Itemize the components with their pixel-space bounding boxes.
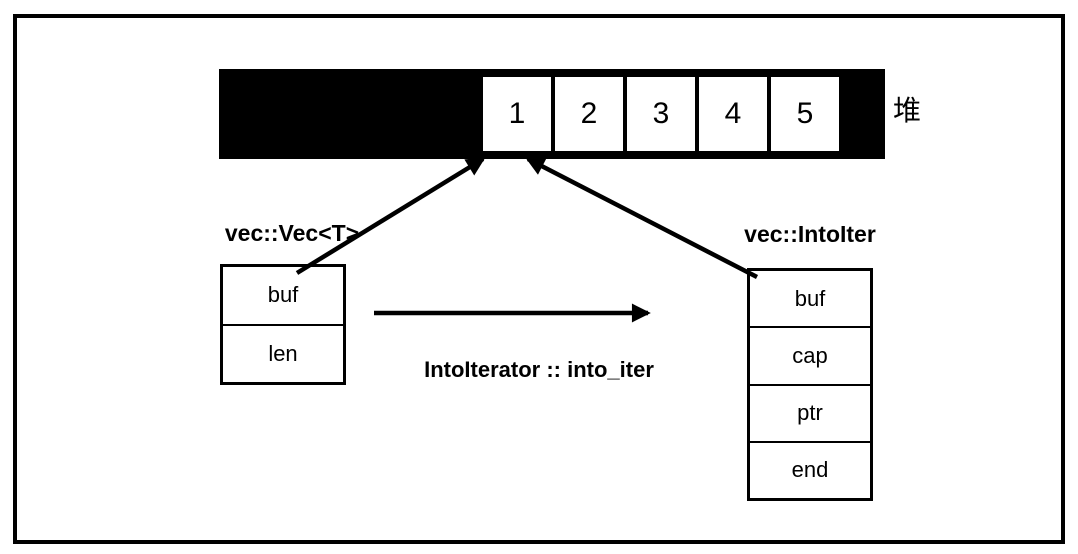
heap-cell-value: 4 bbox=[724, 97, 742, 130]
intoiter-struct-box: buf cap ptr end bbox=[747, 268, 873, 501]
into-iter-transition-label: IntoIterator :: into_iter bbox=[424, 357, 654, 382]
heap-cell-value: 2 bbox=[580, 97, 598, 130]
heap-cell-value: 5 bbox=[796, 97, 814, 130]
heap-cell-3: 3 bbox=[627, 77, 695, 151]
intoiter-field-end: end bbox=[750, 440, 870, 498]
heap-label: 堆 bbox=[893, 95, 922, 126]
vec-struct-title: vec::Vec<T> bbox=[224, 220, 360, 246]
vec-struct-box: buf len bbox=[220, 264, 346, 385]
heap-cell-4: 4 bbox=[699, 77, 767, 151]
intoiter-struct-title: vec::IntoIter bbox=[744, 221, 876, 247]
heap-cell-1: 1 bbox=[483, 77, 551, 151]
vec-field-len: len bbox=[223, 323, 343, 382]
diagram-frame: 1 2 3 4 5 堆 vec::Vec<T> buf len vec::Int… bbox=[13, 14, 1065, 544]
heap-bar: 1 2 3 4 5 bbox=[219, 69, 885, 159]
vec-field-buf: buf bbox=[223, 267, 343, 324]
intoiter-field-ptr: ptr bbox=[750, 383, 870, 441]
heap-cell-2: 2 bbox=[555, 77, 623, 151]
heap-cell-value: 1 bbox=[508, 97, 526, 130]
heap-cell-value: 3 bbox=[652, 97, 670, 130]
heap-cell-5: 5 bbox=[771, 77, 839, 151]
intoiter-field-buf: buf bbox=[750, 271, 870, 327]
intoiter-field-cap: cap bbox=[750, 326, 870, 384]
